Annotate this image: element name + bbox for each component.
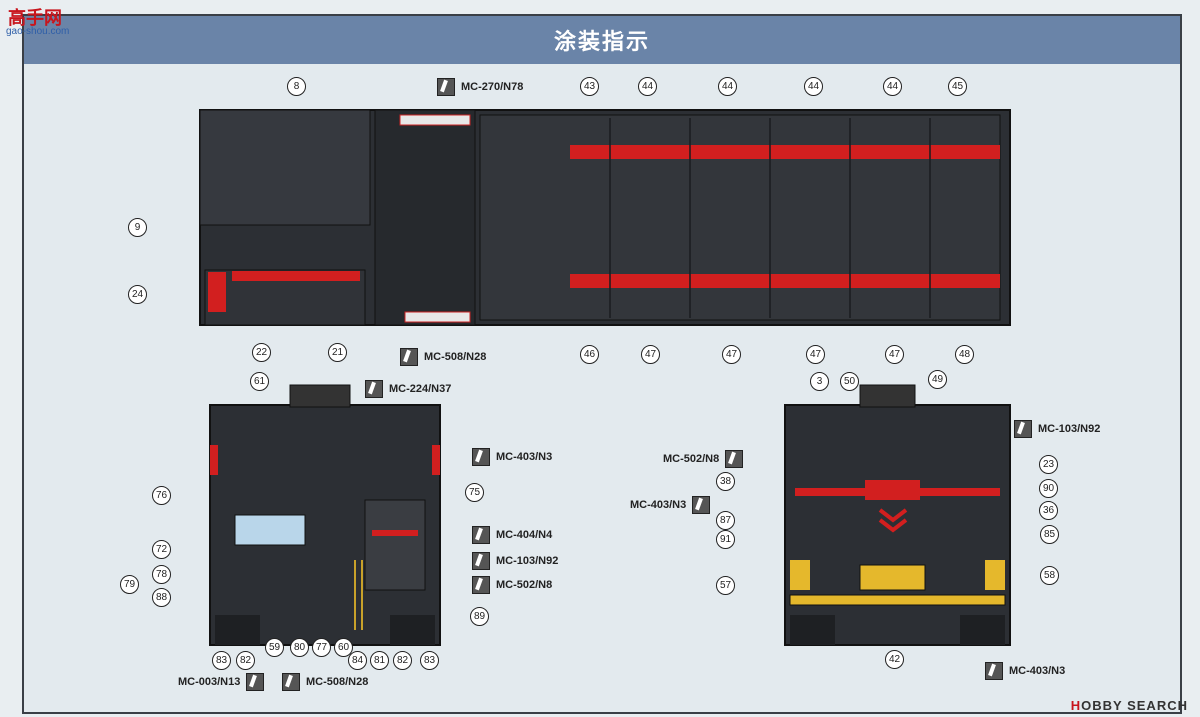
paint-label-mc224: MC-224/N37: [365, 380, 451, 398]
part-callout: 50: [840, 372, 859, 391]
part-callout: 80: [290, 638, 309, 657]
part-callout: 46: [580, 345, 599, 364]
part-callout: 82: [393, 651, 412, 670]
paint-brush-icon: [437, 78, 455, 96]
paint-label-mc403-front: MC-403/N3: [472, 448, 552, 466]
part-callout: 8: [287, 77, 306, 96]
part-callout: 3: [810, 372, 829, 391]
paint-label-mc502-front: MC-502/N8: [472, 576, 552, 594]
part-callout: 47: [885, 345, 904, 364]
paint-brush-icon: [400, 348, 418, 366]
part-callout: 87: [716, 511, 735, 530]
paint-label-mc502-rear: MC-502/N8: [663, 450, 744, 468]
front-view-vehicle: [209, 384, 441, 646]
part-callout: 75: [465, 483, 484, 502]
part-callout: 42: [885, 650, 904, 669]
paint-label-mc404: MC-404/N4: [472, 526, 552, 544]
paint-brush-icon: [282, 673, 300, 691]
part-callout: 72: [152, 540, 171, 559]
part-callout: 58: [1040, 566, 1059, 585]
paint-label-mc508-top: MC-508/N28: [400, 348, 486, 366]
paint-brush-icon: [985, 662, 1003, 680]
part-callout: 47: [806, 345, 825, 364]
paint-brush-icon: [246, 673, 265, 691]
part-callout: 89: [470, 607, 489, 626]
watermark-url: gao-shou.com: [6, 26, 70, 37]
part-callout: 44: [804, 77, 823, 96]
part-callout: 90: [1039, 479, 1058, 498]
paint-brush-icon: [725, 450, 744, 468]
paint-label-mc403-rear: MC-403/N3: [985, 662, 1065, 680]
part-callout: 76: [152, 486, 171, 505]
part-callout: 36: [1039, 501, 1058, 520]
paint-label-mc270: MC-270/N78: [437, 78, 523, 96]
part-callout: 38: [716, 472, 735, 491]
site-watermark: HOBBY SEARCH: [1070, 698, 1188, 713]
part-callout: 43: [580, 77, 599, 96]
part-callout: 47: [722, 345, 741, 364]
paint-label-mc508-front: MC-508/N28: [282, 673, 368, 691]
part-callout: 85: [1040, 525, 1059, 544]
part-callout: 79: [120, 575, 139, 594]
paint-label-mc003: MC-003/N13: [178, 673, 265, 691]
part-callout: 23: [1039, 455, 1058, 474]
part-callout: 22: [252, 343, 271, 362]
paint-brush-icon: [472, 576, 490, 594]
part-callout: 49: [928, 370, 947, 389]
paint-brush-icon: [692, 496, 711, 514]
part-callout: 48: [955, 345, 974, 364]
part-callout: 91: [716, 530, 735, 549]
part-callout: 61: [250, 372, 269, 391]
part-callout: 21: [328, 343, 347, 362]
part-callout: 24: [128, 285, 147, 304]
part-callout: 81: [370, 651, 389, 670]
part-callout: 44: [638, 77, 657, 96]
part-callout: 83: [212, 651, 231, 670]
paint-label-mc403-rear-side: MC-403/N3: [630, 496, 711, 514]
part-callout: 84: [348, 651, 367, 670]
part-callout: 83: [420, 651, 439, 670]
paint-brush-icon: [472, 526, 490, 544]
part-callout: 57: [716, 576, 735, 595]
paint-brush-icon: [1014, 420, 1032, 438]
part-callout: 47: [641, 345, 660, 364]
part-callout: 77: [312, 638, 331, 657]
watermark-logo: 高手网: [8, 8, 62, 28]
paint-brush-icon: [472, 552, 490, 570]
page-title: 涂装指示: [24, 16, 1180, 64]
paint-brush-icon: [472, 448, 490, 466]
rear-view-vehicle: [784, 384, 1011, 646]
paint-label-mc103-front: MC-103/N92: [472, 552, 558, 570]
paint-label-mc103-rear: MC-103/N92: [1014, 420, 1100, 438]
part-callout: 59: [265, 638, 284, 657]
part-callout: 88: [152, 588, 171, 607]
part-callout: 9: [128, 218, 147, 237]
part-callout: 82: [236, 651, 255, 670]
part-callout: 60: [334, 638, 353, 657]
part-callout: 44: [718, 77, 737, 96]
top-view-vehicle: [199, 109, 1011, 326]
paint-brush-icon: [365, 380, 383, 398]
part-callout: 78: [152, 565, 171, 584]
part-callout: 44: [883, 77, 902, 96]
part-callout: 45: [948, 77, 967, 96]
